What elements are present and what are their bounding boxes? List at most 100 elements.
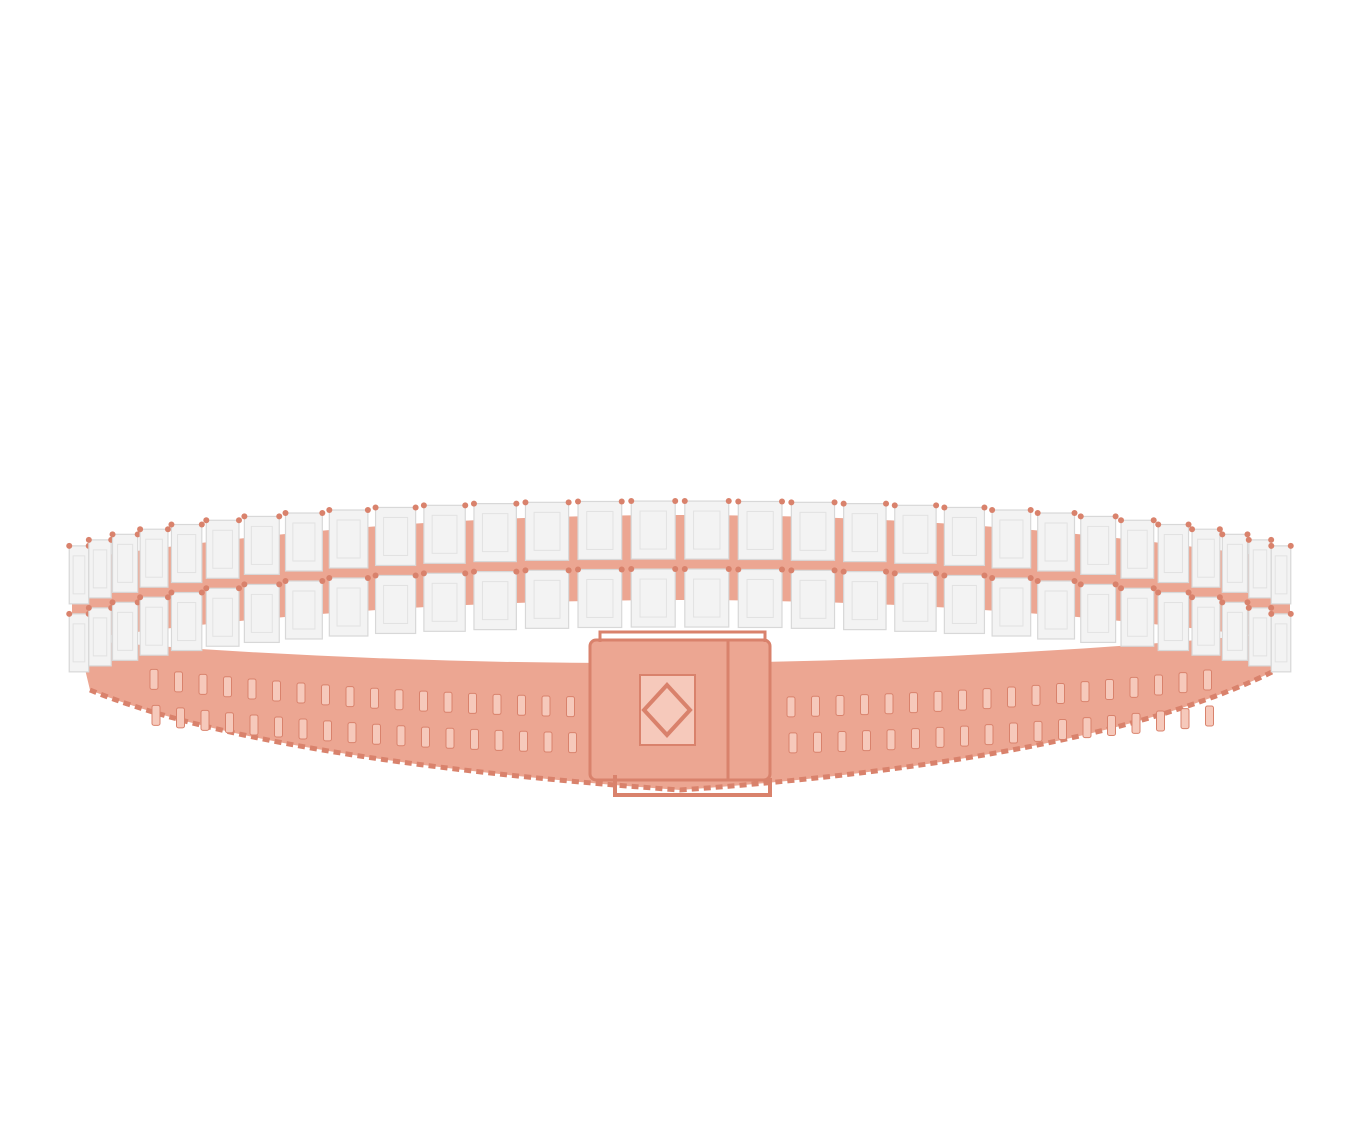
- inner-band-slot: [492, 693, 502, 715]
- inner-band-slot: [149, 668, 159, 690]
- stone-prong: [735, 566, 742, 573]
- stone-prong: [203, 585, 210, 592]
- stone-facet: [212, 529, 233, 569]
- stone-prong: [618, 498, 625, 505]
- inner-band-slot: [813, 731, 822, 753]
- stone-facet: [336, 587, 361, 627]
- stone-prong: [372, 572, 379, 579]
- inner-band-slot: [1033, 720, 1043, 742]
- inner-band-slot: [198, 673, 208, 695]
- inner-band-slot: [176, 707, 185, 729]
- stone-prong: [672, 498, 679, 505]
- stone-prong: [326, 507, 333, 514]
- inner-band-slot: [421, 726, 430, 748]
- inner-band-slot: [541, 695, 551, 717]
- stone-facet: [212, 597, 233, 637]
- stone-prong: [513, 568, 520, 575]
- stone-prong: [198, 589, 205, 596]
- stone: [577, 500, 623, 561]
- stone-prong: [681, 566, 688, 573]
- stone: [473, 503, 517, 563]
- inner-band-slot: [225, 712, 234, 734]
- stone: [790, 569, 836, 629]
- inner-band-slot: [298, 718, 308, 740]
- stone-prong: [1268, 610, 1275, 617]
- inner-band-slot: [1058, 719, 1067, 741]
- stone-prong: [168, 521, 175, 528]
- stone-prong: [109, 599, 116, 606]
- stone-prong: [565, 567, 572, 574]
- stone: [170, 523, 203, 584]
- stone-facet: [92, 617, 108, 657]
- stone: [1221, 601, 1249, 661]
- stone-prong: [1245, 604, 1252, 611]
- inner-band-slot: [1205, 705, 1214, 727]
- stone-facet: [1197, 606, 1215, 646]
- inner-band-edge: [89, 665, 1282, 793]
- stone: [284, 580, 323, 640]
- stone-facet: [117, 543, 134, 583]
- stone-facet: [1087, 525, 1110, 565]
- stone: [894, 572, 937, 632]
- stone-prong: [137, 526, 144, 533]
- inner-band-slot: [249, 714, 259, 736]
- stone-prong: [241, 513, 248, 520]
- stone-facet: [72, 555, 86, 595]
- stone: [1248, 539, 1272, 599]
- stone-prong: [1189, 526, 1196, 533]
- clasp-safety-catch: [598, 630, 767, 642]
- stone-prong: [66, 610, 73, 617]
- stone: [68, 613, 90, 673]
- inner-band-slot: [911, 728, 920, 750]
- stone: [1080, 583, 1117, 644]
- stone: [1037, 512, 1076, 572]
- stone-prong: [989, 507, 996, 514]
- stone-prong: [364, 507, 371, 514]
- stone-facet: [250, 525, 273, 565]
- stone-prong: [941, 504, 948, 511]
- inner-band-slot: [1203, 669, 1212, 691]
- inner-band-slot: [1131, 712, 1141, 734]
- stone: [524, 569, 570, 629]
- inner-band-slot: [247, 678, 257, 700]
- stone: [111, 533, 139, 593]
- stone-facet: [1226, 543, 1243, 583]
- stone-prong: [235, 585, 242, 592]
- stone-prong: [319, 578, 326, 584]
- stone-facet: [1274, 555, 1288, 595]
- stone: [630, 568, 676, 628]
- inner-band-slot: [494, 729, 504, 751]
- stone-facet: [639, 510, 667, 550]
- stone-prong: [134, 599, 141, 606]
- stone-prong: [1034, 578, 1041, 584]
- stone-prong: [1216, 526, 1223, 533]
- inner-band-slot: [1056, 683, 1065, 705]
- stone-prong: [282, 578, 289, 584]
- stone-facet: [799, 511, 827, 551]
- stone: [737, 568, 783, 629]
- stone-facet: [1274, 623, 1288, 663]
- stone-prong: [1244, 531, 1251, 538]
- inner-band-slot: [958, 689, 967, 711]
- stone-prong: [1268, 536, 1275, 543]
- stone-prong: [1118, 585, 1125, 592]
- stone-facet: [177, 602, 197, 642]
- stone: [374, 506, 417, 567]
- stone-prong: [575, 566, 582, 573]
- stone: [843, 503, 887, 563]
- stone: [1191, 596, 1221, 656]
- stone-prong: [462, 502, 469, 509]
- stone-facet: [999, 519, 1024, 559]
- stone-prong: [1216, 594, 1223, 601]
- stone-facet: [1163, 602, 1183, 642]
- stone-facet: [533, 579, 561, 619]
- inner-band-slot: [1007, 686, 1016, 708]
- inner-band-slot: [862, 730, 871, 752]
- stone: [473, 571, 517, 631]
- stone-facet: [1044, 522, 1068, 562]
- stone-prong: [840, 500, 847, 507]
- stone-prong: [470, 500, 477, 507]
- stone-facet: [481, 581, 509, 621]
- stone: [423, 504, 466, 564]
- inner-band-slot: [566, 696, 575, 718]
